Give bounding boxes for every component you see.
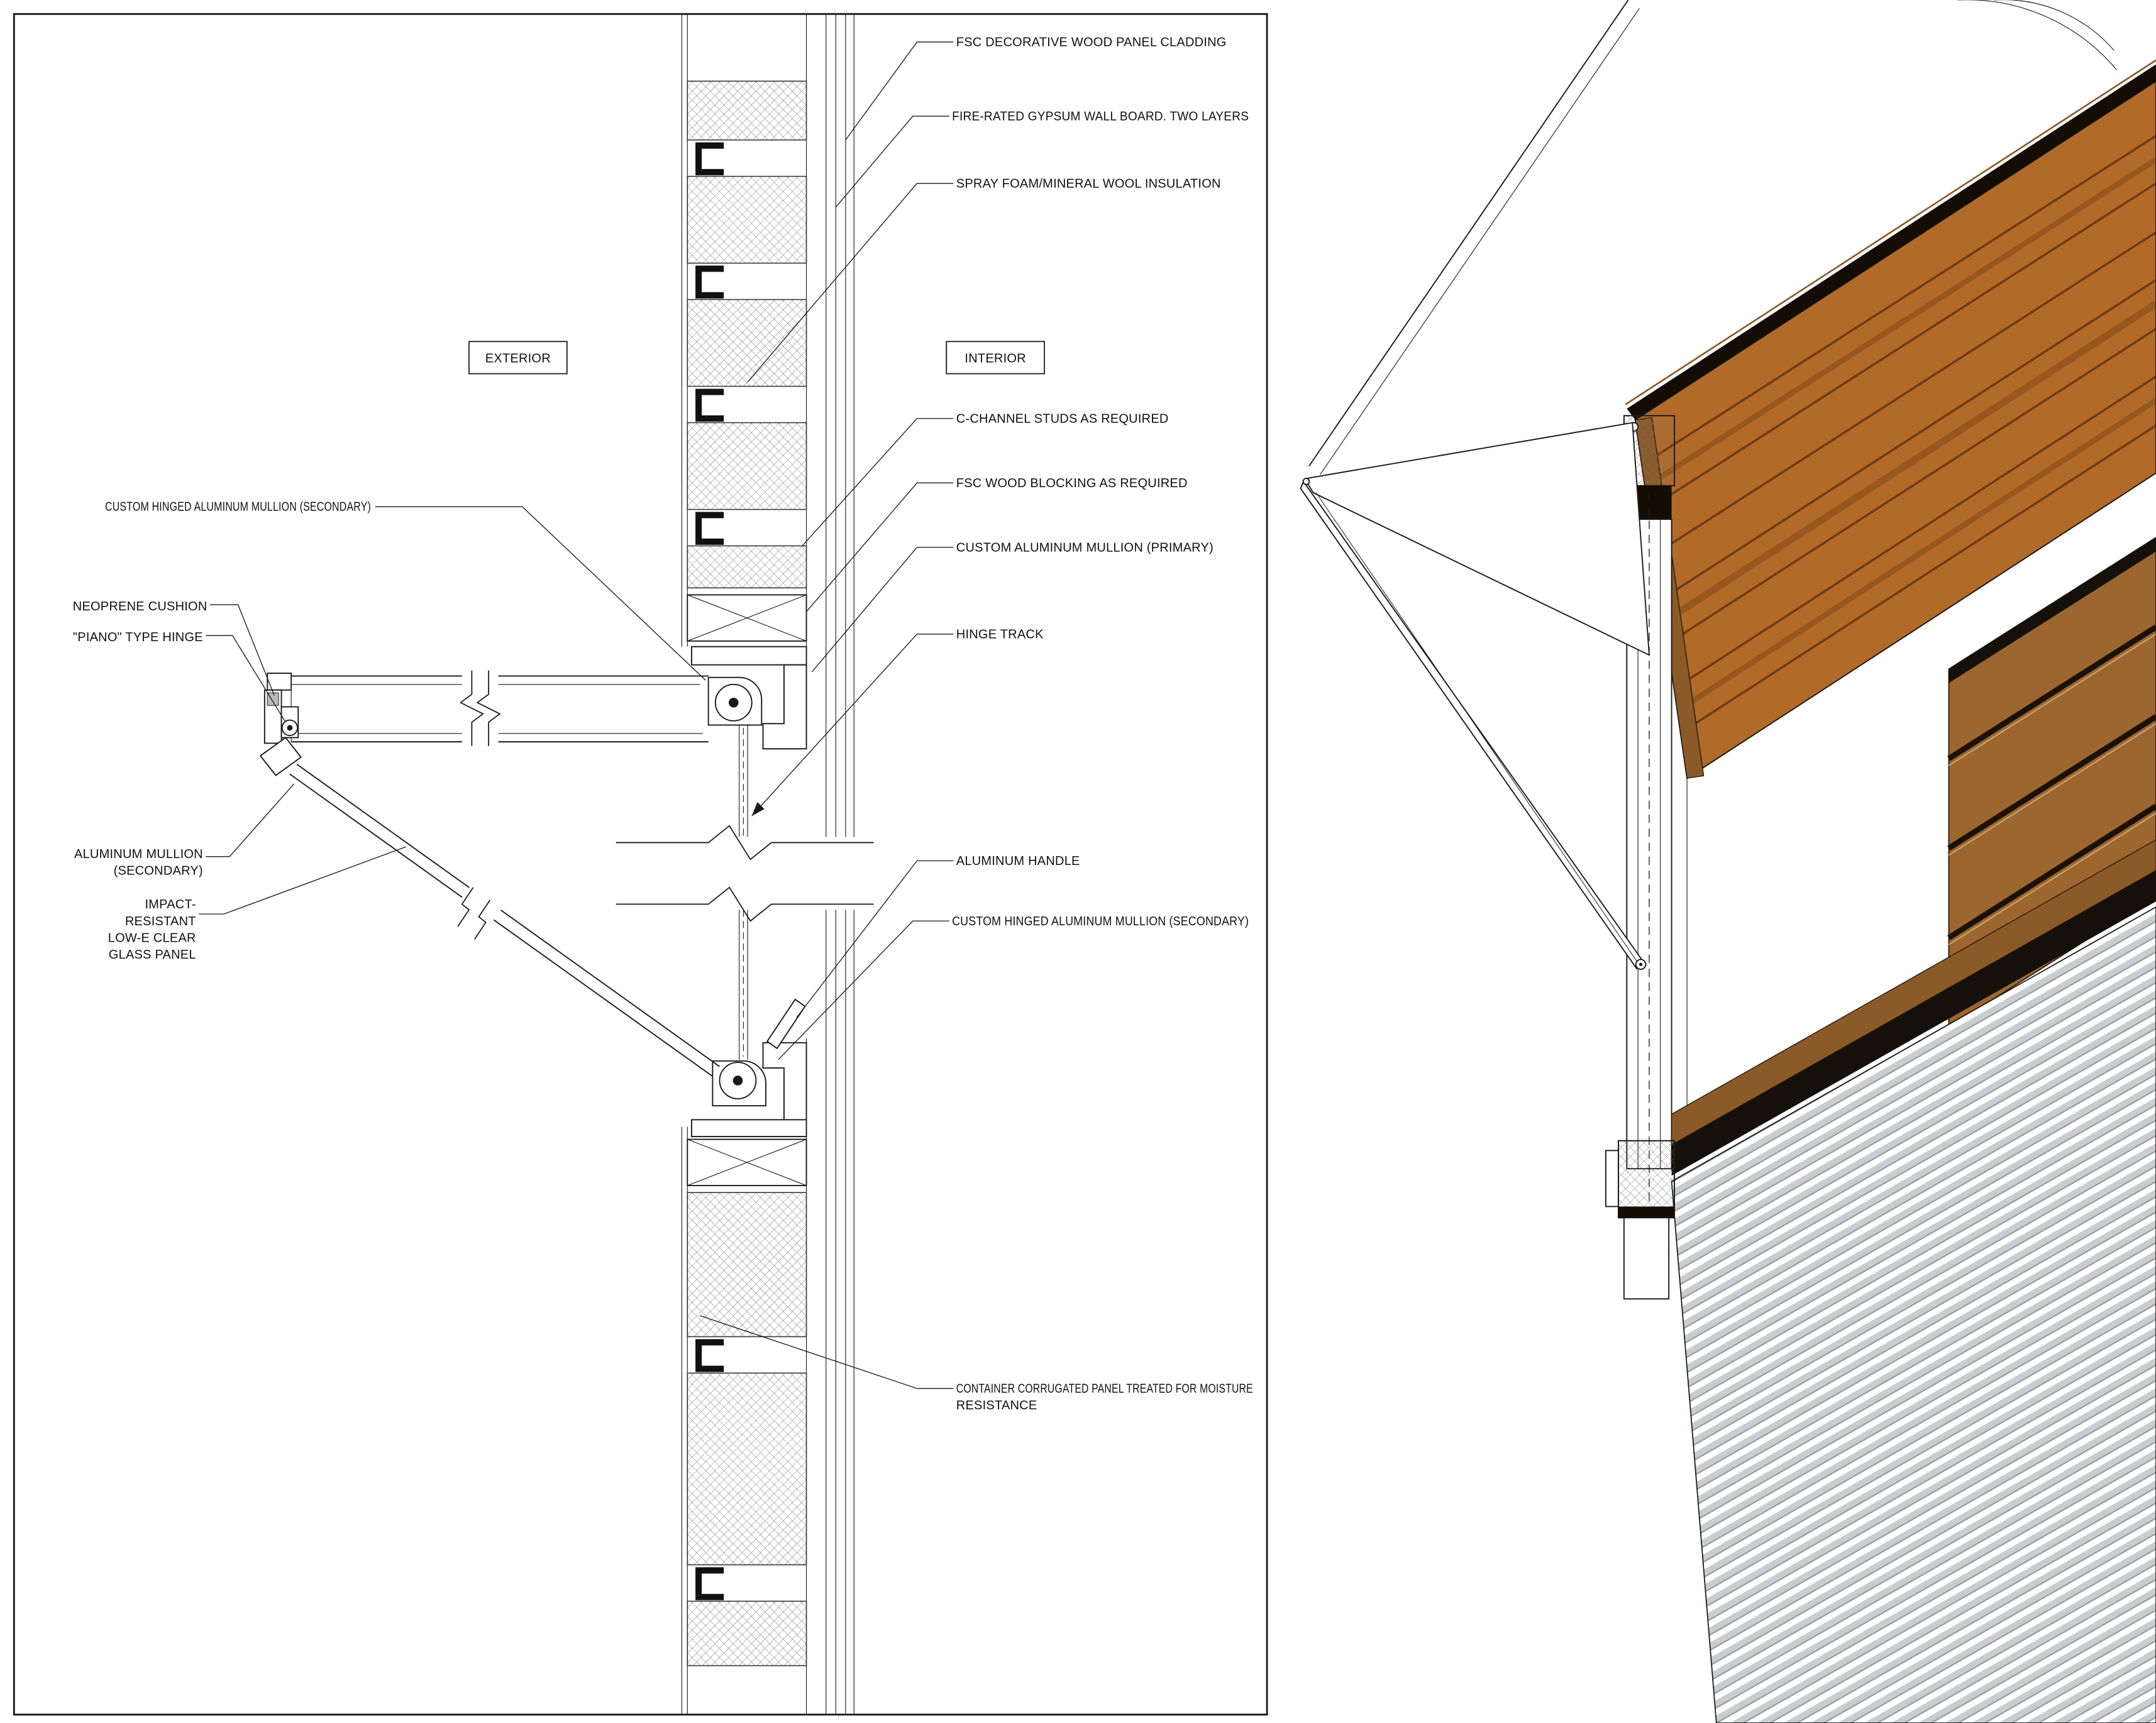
hinge-track	[739, 725, 748, 1060]
corrugated-floor	[1671, 906, 2156, 1723]
c-channel-studs	[695, 142, 724, 1600]
roof-edge-trim	[1625, 59, 2156, 405]
roof-curve-outer	[1957, 0, 2118, 70]
roof-curve-inner	[1993, 0, 2115, 51]
callout-mullion-hinged-right: CUSTOM HINGED ALUMINUM MULLION (SECONDAR…	[952, 915, 1249, 928]
glass-panel	[259, 737, 721, 1077]
callout-handle: ALUMINUM HANDLE	[956, 854, 1080, 868]
callout-gypsum: FIRE-RATED GYPSUM WALL BOARD. TWO LAYERS	[952, 109, 1249, 123]
window-sill-assembly	[691, 998, 807, 1137]
callout-hinge-track: HINGE TRACK	[956, 627, 1044, 641]
window-head-assembly	[691, 646, 807, 750]
callout-glass-line2: RESISTANT	[125, 915, 196, 928]
secondary-mullion-glass-end	[259, 737, 302, 776]
sill-wood-band	[1671, 839, 2156, 1146]
callout-mullion-primary: CUSTOM ALUMINUM MULLION (PRIMARY)	[956, 541, 1213, 554]
callouts-right: FSC DECORATIVE WOOD PANEL CLADDING FIRE-…	[700, 35, 1253, 1412]
support-arm	[1300, 480, 1643, 970]
callout-studs: C-CHANNEL STUDS AS REQUIRED	[956, 412, 1169, 426]
piano-hinge	[263, 673, 299, 744]
wood-blocking-top	[687, 594, 807, 642]
exterior-label-box	[468, 341, 568, 375]
callouts-left: CUSTOM HINGED ALUMINUM MULLION (SECONDAR…	[73, 500, 706, 962]
section-detail-view: EXTERIOR INTERIOR FSC DECORATIVE WOOD PA…	[13, 13, 1268, 1716]
callout-corrugated-line2: RESISTANCE	[956, 1399, 1037, 1412]
callout-glass-line3: LOW-E CLEAR	[108, 932, 196, 945]
callout-glass-line4: GLASS PANEL	[109, 948, 196, 962]
axon-view	[1300, 0, 2156, 1723]
zone-labels: EXTERIOR INTERIOR	[468, 341, 1045, 375]
roof-edge-shadow	[1627, 64, 2156, 420]
wall-break-lines	[616, 825, 875, 922]
primary-mullion-top	[762, 664, 807, 750]
callout-cladding: FSC DECORATIVE WOOD PANEL CLADDING	[956, 35, 1227, 49]
window-horizontal-member	[263, 669, 709, 749]
wall-assembly	[681, 14, 854, 1715]
open-panel	[1303, 422, 1650, 656]
roof-slab-edges	[1308, 0, 2118, 475]
callout-blocking: FSC WOOD BLOCKING AS REQUIRED	[956, 476, 1188, 490]
callout-mullion-secondary-line2: (SECONDARY)	[114, 864, 203, 878]
leader-arrowhead	[751, 801, 765, 817]
wood-blocking-bottom	[687, 1138, 807, 1186]
callout-mullion-hinged-left: CUSTOM HINGED ALUMINUM MULLION (SECONDAR…	[105, 500, 371, 514]
sill-section-block	[1605, 1140, 1676, 1300]
insulation-hatch	[687, 80, 807, 1666]
window-flap	[1300, 422, 1650, 970]
interior-label-box	[946, 341, 1045, 375]
callout-mullion-secondary-line1: ALUMINUM MULLION	[74, 847, 203, 861]
callout-corrugated-line1: CONTAINER CORRUGATED PANEL TREATED FOR M…	[956, 1382, 1253, 1396]
callout-piano-hinge: "PIANO" TYPE HINGE	[73, 630, 203, 644]
sill-shadow-band	[1671, 870, 2156, 1176]
interior-label: INTERIOR	[965, 352, 1025, 366]
sill-assembly	[1671, 839, 2156, 1176]
exterior-label: EXTERIOR	[485, 352, 551, 366]
callout-neoprene: NEOPRENE CUSHION	[73, 600, 207, 614]
callout-insulation: SPRAY FOAM/MINERAL WOOL INSULATION	[956, 177, 1221, 190]
callout-glass-line1: IMPACT-	[145, 898, 196, 911]
